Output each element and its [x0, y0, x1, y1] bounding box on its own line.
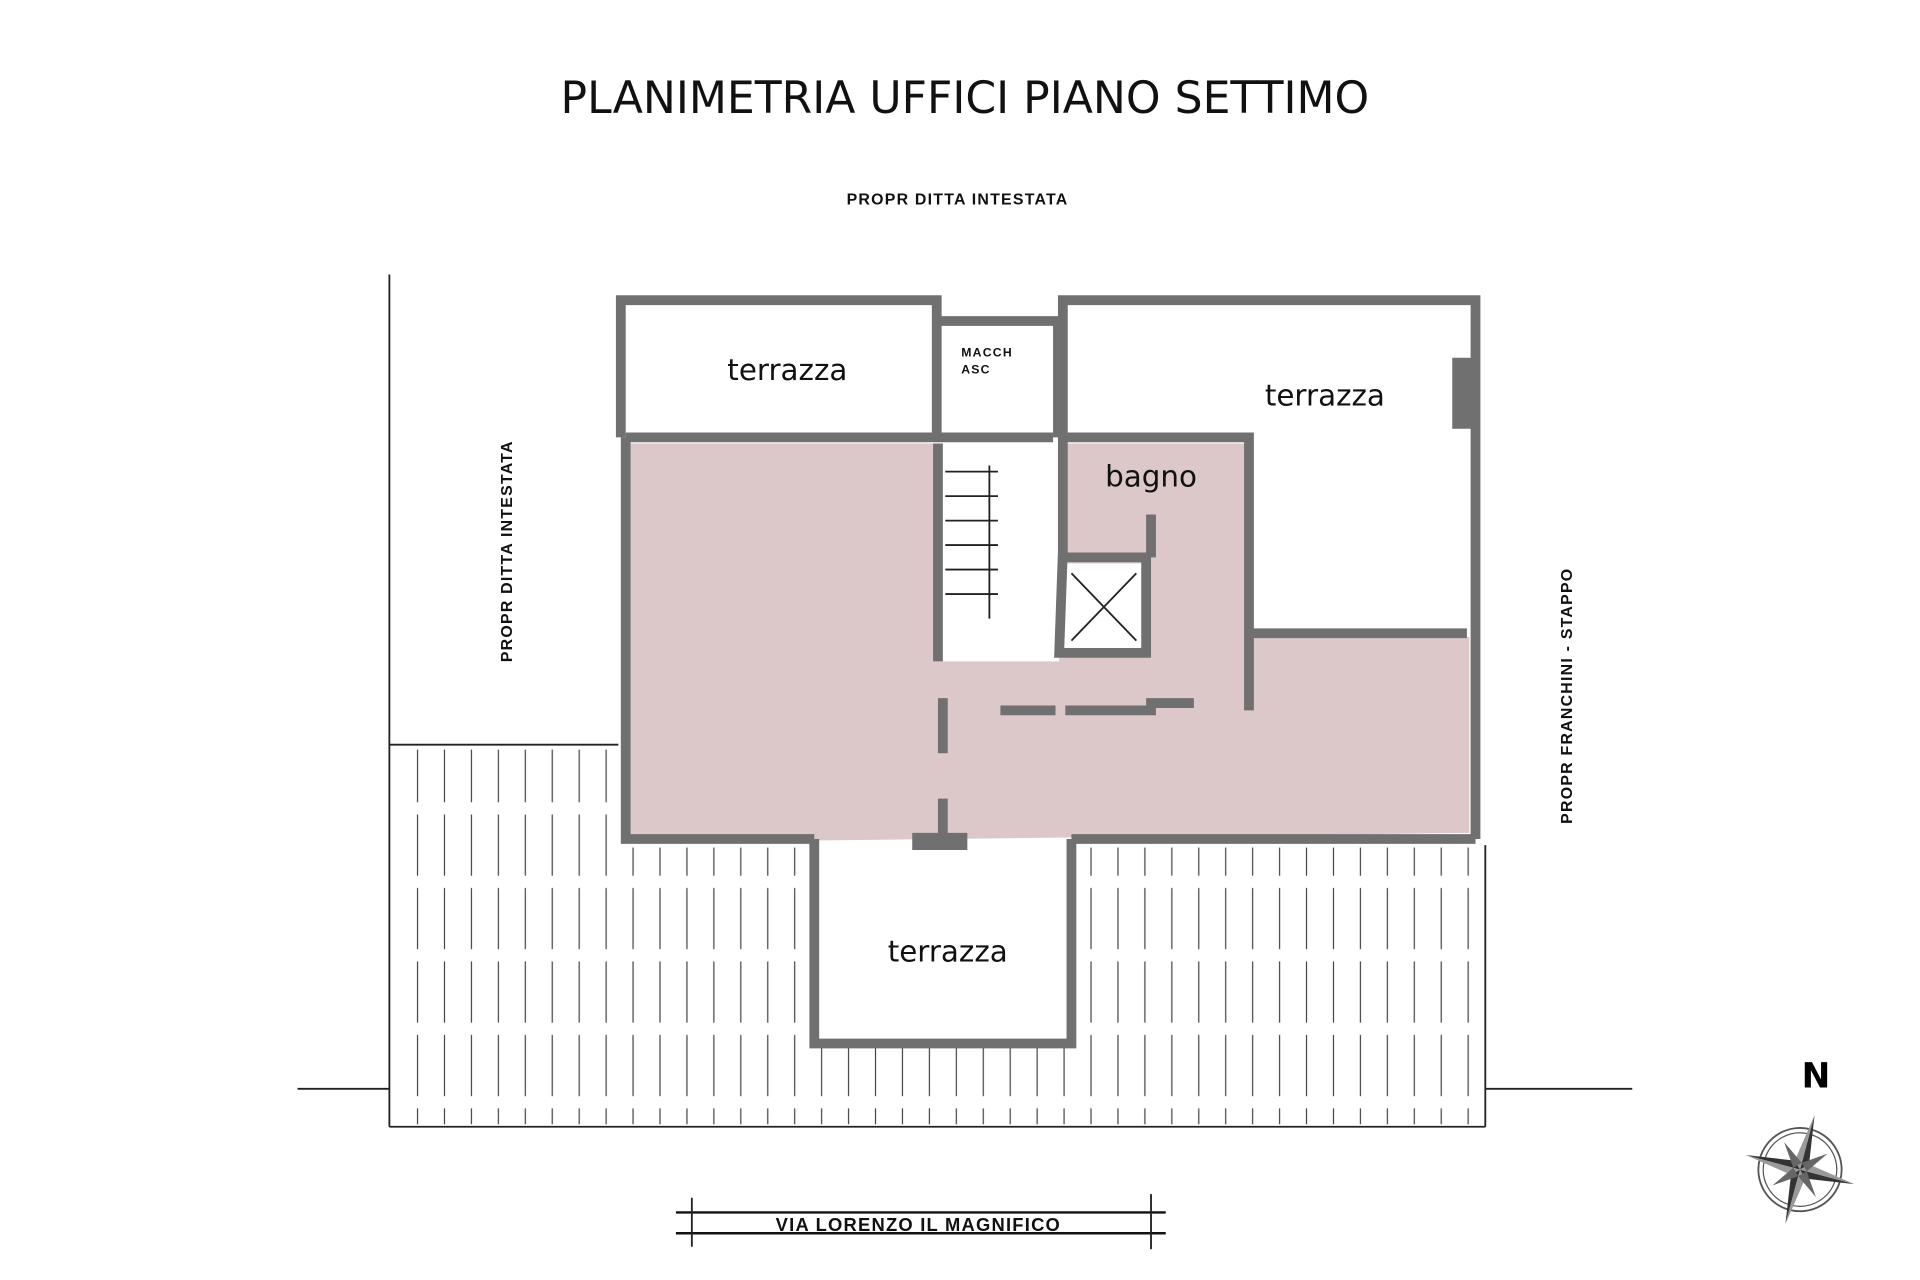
neighbor-right-label: PROPR FRANCHINI - STAPPO — [1559, 568, 1576, 824]
plan-title: PLANIMETRIA UFFICI PIANO SETTIMO — [561, 73, 1370, 124]
neighbor-left-label: PROPR DITTA INTESTATA — [499, 440, 516, 662]
site-boundary — [297, 274, 1633, 1128]
walls — [615, 295, 1481, 1049]
machine-room-label: MACCH — [961, 346, 1013, 360]
street-label-box: VIA LORENZO IL MAGNIFICO — [675, 1194, 1166, 1250]
neighbor-top-label: PROPR DITTA INTESTATA — [847, 192, 1069, 209]
stair-treads — [945, 465, 998, 619]
terrace-top-right-label: terrazza — [1265, 379, 1385, 413]
terrace-top-left-label: terrazza — [727, 353, 847, 387]
north-label: N — [1802, 1057, 1831, 1097]
terrace-bottom-label: terrazza — [888, 934, 1008, 968]
machine-room-label-2: ASC — [961, 363, 991, 377]
office-area — [630, 443, 1470, 843]
street-label: VIA LORENZO IL MAGNIFICO — [776, 1214, 1061, 1235]
hatched-roof-area — [391, 749, 1483, 1125]
bathroom-label: bagno — [1105, 459, 1197, 493]
compass-rose-icon — [1745, 1115, 1855, 1224]
staircase — [942, 443, 1005, 652]
